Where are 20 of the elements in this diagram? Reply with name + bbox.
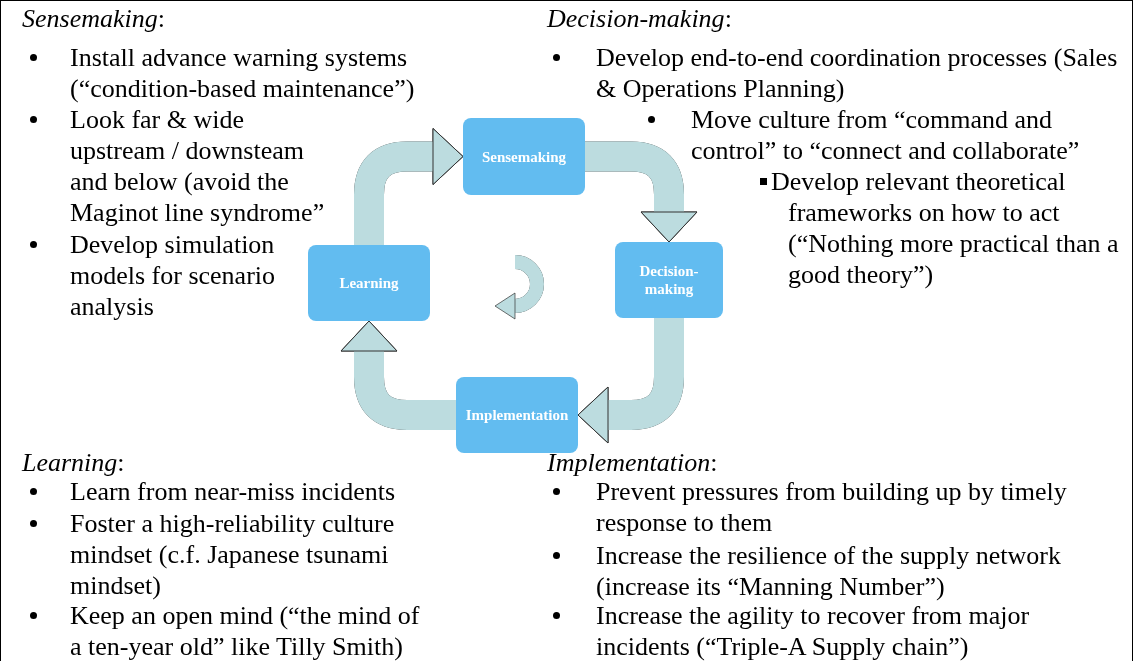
bullet-text: Foster a high-reliability culture mindset (c.f. Japanese tsunami mindset) [70, 508, 396, 601]
bullet-text: Increase the agility to recover from major incidents (“Triple-A Supply chain”) [596, 601, 1031, 661]
bullet-text: Learn from near-miss incidents [70, 476, 397, 507]
stage-box: Implementation [456, 377, 578, 453]
bullet-text: Keep an open mind (“the mind of a ten-year old” like Tilly Smith) [70, 600, 421, 661]
bullet-text: Increase the resilience of the supply network (increase its “Manning Number”) [596, 540, 1062, 602]
section-heading: Sensemaking: [22, 3, 165, 34]
bullet-text: Prevent pressures from building up by timely response to them [596, 476, 1068, 538]
section-heading: Decision-making: [547, 3, 732, 34]
bullet-text: Develop end-to-end coordination processes (Sales & Operations Planning) [596, 42, 1119, 104]
bullet-text: Move culture from “command and control” to “connect and collaborate” [691, 104, 1081, 166]
stage-box: Sensemaking [463, 118, 585, 195]
bullet-text: Install advance warning systems (“condition-based maintenance”) [70, 42, 416, 104]
bullet-text: Develop relevant theoretical frameworks on how to act (“Nothing more practical than a good theory”) [771, 166, 1120, 290]
stage-box: Learning [308, 245, 430, 321]
section-heading: Learning: [22, 447, 125, 478]
bullet-text: Develop simulation models for scenario analysis [70, 229, 277, 322]
block-arrow [585, 141, 698, 243]
bullet-text: Look far & wide upstream / downsteam and below (avoid the Maginot line syndrome” [70, 104, 326, 228]
stage-box: Decision-making [615, 242, 723, 318]
